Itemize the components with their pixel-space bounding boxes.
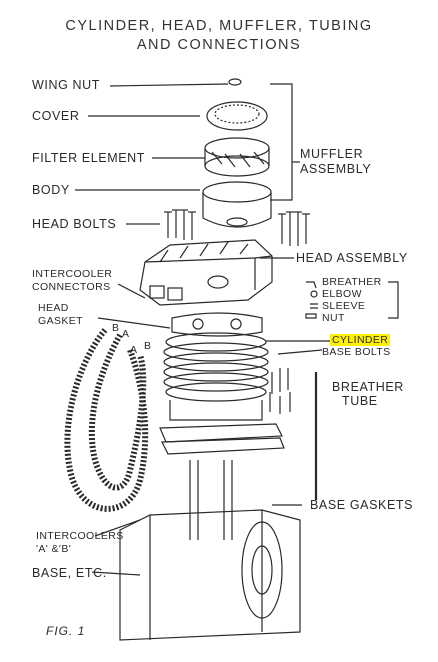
head-bolts-shape bbox=[164, 209, 310, 246]
base-bolts-leader bbox=[277, 349, 323, 355]
breather-fittings-shape bbox=[305, 281, 318, 319]
intercooler-connectors-leader bbox=[117, 283, 146, 299]
label-head: HEAD bbox=[38, 302, 69, 314]
muffler-bracket bbox=[270, 83, 293, 201]
label-breather-tube-1: BREATHER bbox=[332, 380, 404, 394]
label-elbow: ELBOW bbox=[322, 288, 362, 300]
label-head-assembly: HEAD ASSEMBLY bbox=[296, 251, 408, 265]
label-muffler: MUFFLER bbox=[300, 147, 364, 161]
label-head-bolts: HEAD BOLTS bbox=[32, 217, 117, 231]
label-intercoolers: INTERCOOLERS bbox=[36, 530, 124, 542]
label-filter-element: FILTER ELEMENT bbox=[32, 151, 146, 165]
label-intercooler: INTERCOOLER bbox=[32, 268, 113, 280]
base-bolts-shape bbox=[269, 368, 291, 414]
muffler-body-shape bbox=[202, 181, 272, 203]
base-gaskets-shape bbox=[159, 423, 283, 443]
head-assembly-shape bbox=[139, 239, 273, 306]
diagram-title-line1: CYLINDER, HEAD, MUFFLER, TUBING bbox=[65, 18, 373, 34]
label-tube-a-2: A bbox=[130, 344, 138, 356]
label-base-gaskets: BASE GASKETS bbox=[310, 498, 414, 512]
intercooler-tubes-shape bbox=[64, 328, 149, 512]
cylinder-shape bbox=[163, 332, 269, 421]
label-gasket: GASKET bbox=[38, 315, 83, 327]
figure-label: FIG. 1 bbox=[46, 624, 86, 638]
cylinder-highlight: CYLINDER bbox=[330, 334, 391, 346]
label-breather-tube-2: TUBE bbox=[342, 394, 378, 408]
label-breather: BREATHER bbox=[322, 276, 382, 288]
label-base-etc: BASE, ETC. bbox=[32, 566, 107, 580]
label-intercoolers-ab: 'A' &'B' bbox=[36, 543, 72, 555]
label-cylinder: CYLINDER bbox=[330, 334, 391, 346]
label-tube-b-2: B bbox=[144, 340, 152, 352]
label-base-bolts: BASE BOLTS bbox=[322, 346, 391, 358]
label-nut: NUT bbox=[322, 312, 345, 324]
cover-shape bbox=[206, 101, 268, 131]
head-gasket-leader bbox=[97, 317, 171, 329]
wing-nut-shape bbox=[228, 78, 242, 86]
base-leader bbox=[91, 571, 141, 576]
breather-bracket bbox=[388, 281, 399, 319]
label-assembly: ASSEMBLY bbox=[300, 162, 372, 176]
diagram-title-line2: AND CONNECTIONS bbox=[136, 37, 302, 53]
label-cover: COVER bbox=[32, 109, 80, 123]
label-tube-a-1: A bbox=[122, 328, 130, 340]
label-sleeve: SLEEVE bbox=[322, 300, 366, 312]
label-body: BODY bbox=[32, 183, 70, 197]
label-tube-b-1: B bbox=[112, 322, 120, 334]
head-gasket-shape bbox=[171, 312, 263, 337]
label-wing-nut: WING NUT bbox=[32, 78, 100, 92]
connecting-rods-shape bbox=[189, 460, 233, 540]
wing-nut-leader bbox=[109, 83, 229, 87]
label-connectors: CONNECTORS bbox=[32, 281, 111, 293]
intercoolers-leader bbox=[94, 519, 141, 537]
base-shape bbox=[119, 509, 301, 641]
